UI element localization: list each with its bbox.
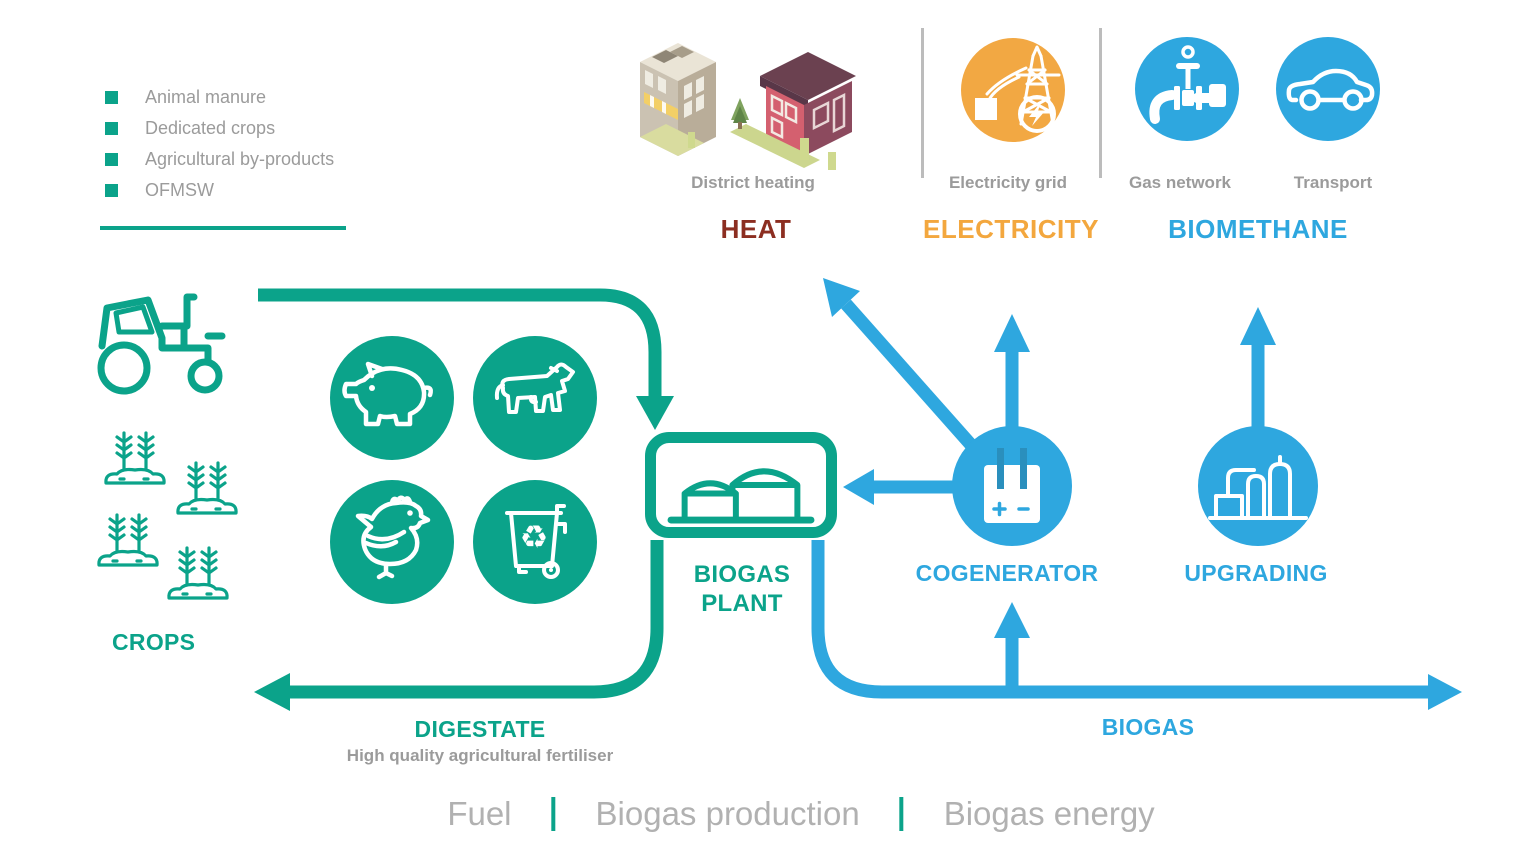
cogenerator-to-heat-line [841, 299, 985, 460]
digestate-subtitle: High quality agricultural fertiliser [346, 746, 614, 765]
feedstock-arrow-line [258, 288, 662, 398]
chicken-circle [330, 480, 454, 604]
upgrading-to-biomethane-arrowhead-icon [1240, 307, 1276, 345]
upgrading-circle [1198, 426, 1318, 546]
pig-circle [330, 336, 454, 460]
heat-title: HEAT [720, 214, 792, 244]
wheat-icon [165, 541, 231, 608]
feedstock-label: Animal manure [145, 86, 267, 107]
feedstock-label: OFMSW [145, 179, 214, 200]
feedstock-list-item: Agricultural by-products [105, 148, 334, 170]
svg-text:♻: ♻ [520, 518, 549, 556]
biogas-to-cogenerator-arrowhead-icon [994, 602, 1030, 638]
biogas-plant-label-line2: PLANT [701, 590, 783, 617]
district-heating-illustration [632, 26, 877, 176]
square-bullet-icon [105, 152, 118, 166]
section-divider [921, 28, 924, 178]
feedstock-arrowhead-icon [636, 396, 674, 430]
wheat-icon [102, 426, 168, 493]
feedstock-list-item: OFMSW [105, 179, 214, 201]
cogenerator-to-heat-arrowhead-icon [823, 278, 860, 317]
digestate-arrow-line [288, 540, 664, 699]
legend-item-biogas-energy: Biogas energy [943, 795, 1155, 832]
biogas-plant-icon [667, 468, 815, 524]
legend-separator [899, 797, 904, 831]
digestate-arrowhead-icon [254, 673, 290, 711]
electricity-title: ELECTRICITY [923, 214, 1099, 244]
legend-item-biogas-production: Biogas production [595, 795, 860, 832]
feedstock-list-item: Animal manure [105, 86, 266, 108]
legend-separator [551, 797, 556, 831]
transport-circle [1276, 37, 1380, 141]
square-bullet-icon [105, 121, 118, 135]
biogas-flow-label: BIOGAS [1101, 714, 1195, 740]
cogenerator-label: COGENERATOR [915, 560, 1099, 586]
feedstock-label: Dedicated crops [145, 117, 276, 138]
gas-network-circle [1135, 37, 1239, 141]
electricity-grid-circle [961, 38, 1065, 142]
transport-label: Transport [1293, 173, 1373, 192]
cogenerator-icon [984, 448, 1040, 523]
feedstock-label: Agricultural by-products [145, 148, 335, 169]
biogas-arrow-line [811, 540, 1428, 699]
cow-circle [473, 336, 597, 460]
phase-legend: Fuel Biogas production Biogas energy [447, 795, 1154, 833]
crops-label: CROPS [112, 629, 196, 655]
upgrading-label: UPGRADING [1184, 560, 1328, 586]
square-bullet-icon [105, 90, 118, 104]
biogas-plant-node [645, 432, 837, 538]
buildings-icon [640, 43, 856, 170]
section-divider [1099, 28, 1102, 178]
feedstock-list-item: Dedicated crops [105, 117, 275, 139]
car-icon [1286, 68, 1375, 111]
digestate-label: DIGESTATE [414, 716, 546, 742]
biogas-arrowhead-icon [1428, 674, 1462, 710]
biomethane-title: BIOMETHANE [1168, 214, 1348, 244]
electricity-pylon-icon [975, 45, 1061, 133]
wheat-icon [95, 508, 161, 575]
biogas-plant-label: BIOGAS PLANT [694, 560, 790, 618]
gas-valve-icon [1149, 45, 1226, 124]
biogas-plant-label-line1: BIOGAS [693, 561, 791, 588]
cogenerator-to-electricity-arrowhead-icon [994, 314, 1030, 352]
tractor-icon [88, 284, 238, 407]
recycle-bin-circle: ♻ [473, 480, 597, 604]
cogenerator-circle [952, 426, 1072, 546]
square-bullet-icon [105, 183, 118, 197]
feedstock-underline [100, 226, 346, 230]
wheat-icon [174, 456, 240, 523]
electricity-grid-label: Electricity grid [948, 173, 1068, 192]
cogenerator-to-plant-arrowhead-icon [843, 469, 874, 505]
legend-item-fuel: Fuel [447, 795, 512, 832]
upgrading-plant-icon [1208, 455, 1308, 520]
district-heating-label: District heating [691, 173, 815, 192]
gas-network-label: Gas network [1128, 173, 1232, 192]
